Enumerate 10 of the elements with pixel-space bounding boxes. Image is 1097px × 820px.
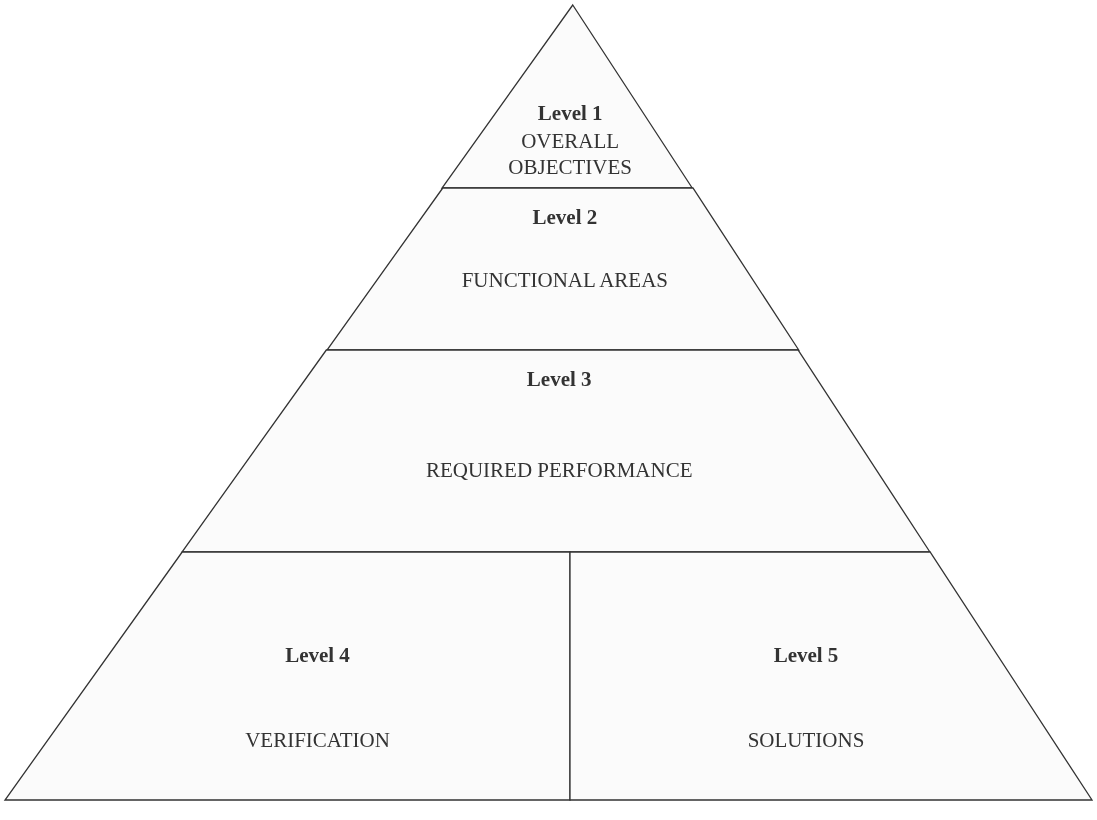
tier-label: FUNCTIONAL AREAS: [461, 267, 668, 293]
tier-label: VERIFICATION: [245, 727, 390, 753]
tier-heading: Level 4: [285, 642, 350, 668]
tier-heading: Level 3: [526, 366, 592, 392]
tier-heading: Level 1: [537, 100, 603, 126]
tier-label: SOLUTIONS: [747, 727, 865, 753]
tier-label: OVERALL OBJECTIVES: [507, 128, 633, 180]
tier-heading: Level 2: [532, 204, 598, 230]
tier-heading: Level 5: [773, 642, 839, 668]
tier-label: REQUIRED PERFORMANCE: [425, 457, 693, 483]
